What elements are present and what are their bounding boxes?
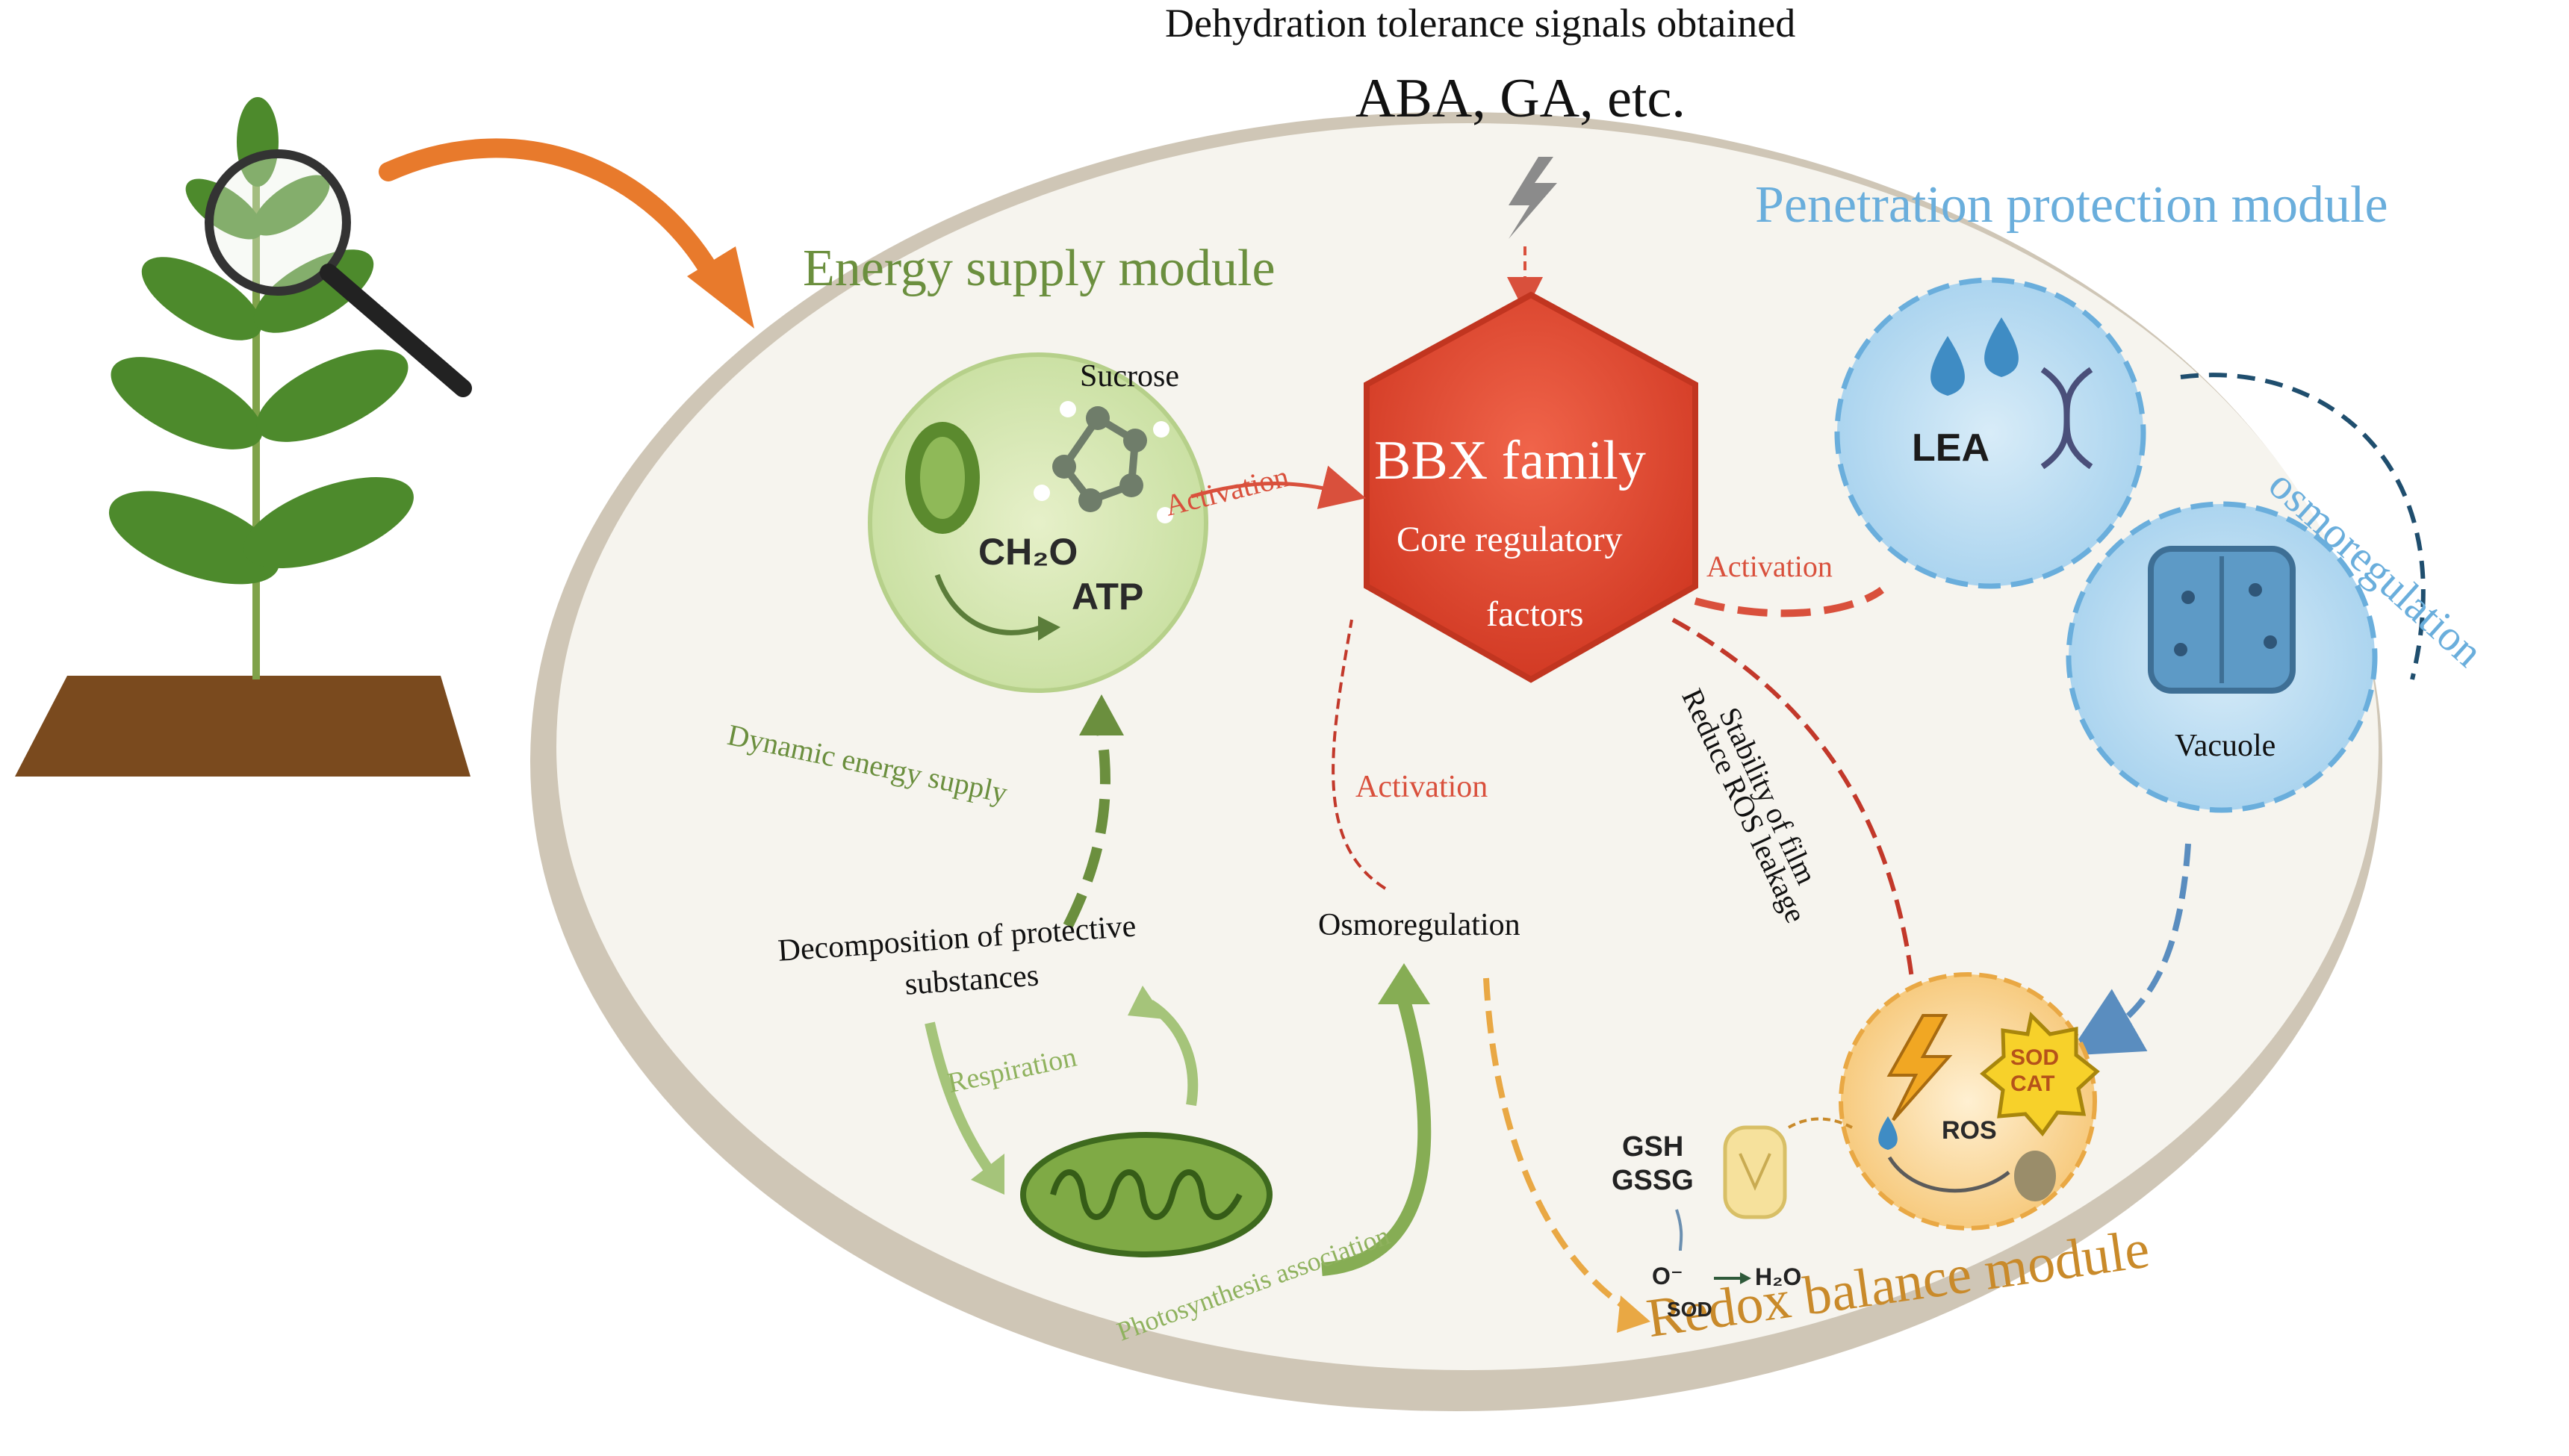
ch2o-label: CH₂O	[978, 531, 1078, 573]
bbx-to-ros-arrow	[1671, 617, 1914, 979]
vacuole-to-ros-arrow	[2067, 843, 2191, 1056]
lea-circle	[1834, 277, 2146, 589]
gssg-label: GSSG	[1612, 1165, 1694, 1196]
penetration-module-title: Penetration protection module	[1755, 176, 2388, 234]
enzyme-icon	[2014, 1151, 2056, 1201]
water-drop-small-icon	[1878, 1116, 1898, 1150]
gsh-label: GSH	[1622, 1131, 1684, 1163]
sod-label: SOD	[2010, 1045, 2060, 1070]
lea-label: LEA	[1912, 426, 1989, 470]
osmo-to-redox-arrow	[1483, 977, 1638, 1317]
bbx-subtitle-line1: Core regulatory	[1397, 520, 1623, 559]
bbx-title: BBX family	[1374, 430, 1646, 491]
plant-cell-icon	[905, 422, 980, 534]
soil	[15, 676, 470, 777]
osmoregulation-label: Osmoregulation	[1318, 908, 1520, 942]
ros-label: ROS	[1942, 1116, 1997, 1145]
magnifier-lens	[205, 149, 351, 296]
signal-bolt-icon	[1509, 157, 1557, 239]
zoom-arrow	[379, 138, 727, 293]
sod-small-label: SOD	[1667, 1298, 1712, 1321]
dna-icon	[2040, 367, 2093, 470]
osmoregulation-activation-arrow	[1332, 619, 1387, 890]
o-minus-label: O⁻	[1652, 1263, 1683, 1289]
activation-label-down: Activation	[1355, 770, 1488, 804]
ros-bolt-icon	[1886, 1014, 1953, 1121]
sod-cat-badge	[1980, 1011, 2100, 1137]
bbx-hexagon	[1364, 291, 1698, 683]
osmoregulation-curve	[2180, 373, 2426, 680]
cat-label: CAT	[2010, 1071, 2055, 1096]
bbx-subtitle-line2: factors	[1486, 594, 1584, 634]
plant-illustration	[15, 97, 472, 777]
sucrose-label: Sucrose	[1080, 359, 1179, 393]
redox-to-ros-arrow	[1788, 1117, 1853, 1129]
activation-arrow-energy	[1190, 465, 1367, 509]
atp-label: ATP	[1072, 576, 1144, 617]
energy-cycle-arrow	[934, 573, 1043, 635]
photosynthesis-arrow	[1321, 998, 1432, 1276]
vacuole-icon	[2148, 546, 2296, 694]
mitochondrion-icon	[1020, 1132, 1273, 1257]
signals-title: Dehydration tolerance signals obtained	[1165, 1, 1796, 46]
h2o-label: H₂O	[1755, 1263, 1802, 1290]
activation-arrow-lea	[1694, 586, 1884, 617]
activation-label-right: Activation	[1706, 550, 1833, 583]
water-drops-icon	[1930, 317, 2019, 396]
hormones-label: ABA, GA, etc.	[1355, 68, 1686, 129]
respiration-arrow-down	[925, 1021, 998, 1180]
sucrose-molecule-icon	[1034, 401, 1173, 523]
energy-module-title: Energy supply module	[803, 240, 1276, 297]
dynamic-energy-arrow	[1063, 730, 1110, 929]
redox-mitochondrion-icon	[1723, 1125, 1787, 1219]
vacuole-label: Vacuole	[2175, 729, 2276, 763]
